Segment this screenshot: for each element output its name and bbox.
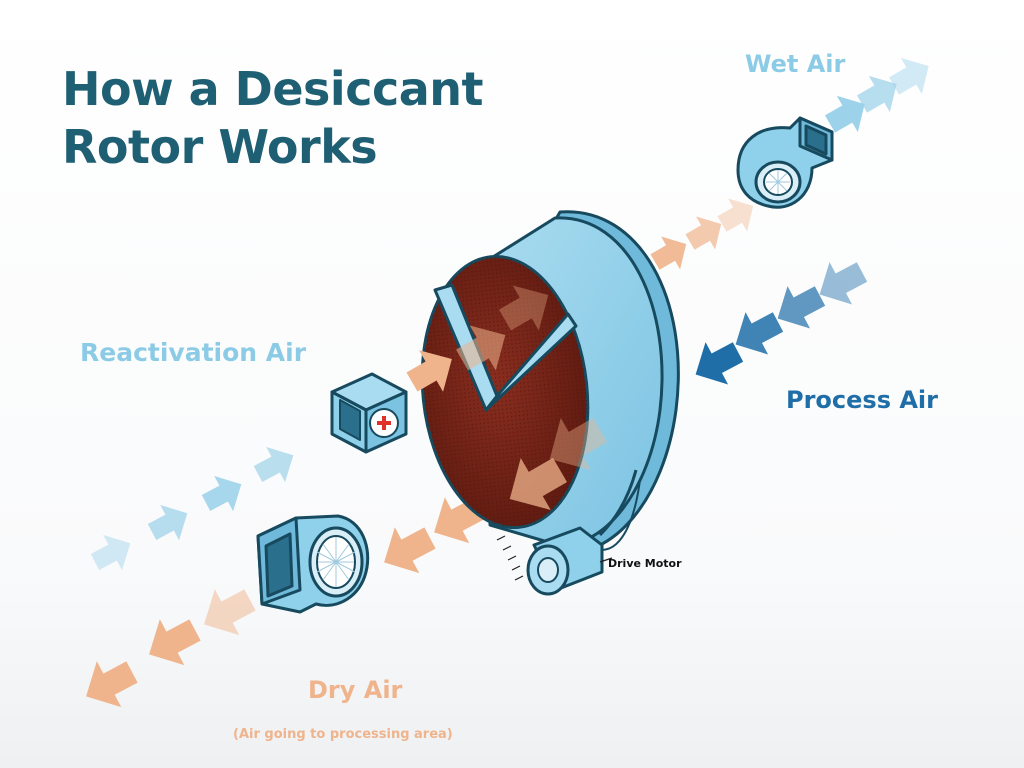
media-airflow-arrows [406, 285, 607, 510]
reactivation-air-arrows [90, 446, 294, 571]
airflow-arrow-icon [86, 661, 138, 708]
airflow-arrow-icon [201, 475, 242, 512]
reactivation-air-label: Reactivation Air [80, 338, 307, 367]
drive-motor-label: Drive Motor [608, 557, 682, 570]
airflow-arrow-icon [147, 504, 188, 541]
dry-air-arrows [86, 497, 486, 708]
dry-air-label: Dry Air [308, 676, 403, 704]
airflow-arrow-icon [735, 312, 784, 355]
wet-air-label: Wet Air [745, 50, 846, 78]
wet-air-exhaust-arrows [650, 198, 754, 270]
wet-air-arrows [825, 57, 929, 133]
airflow-arrow-icon [149, 619, 201, 666]
airflow-arrow-icon [685, 216, 722, 250]
airflow-arrow-icon [777, 286, 826, 329]
airflow-arrow-icon [90, 534, 131, 571]
airflow-arrow-icon [717, 198, 754, 232]
airflow-arrow-icon [650, 236, 687, 270]
dry-air-note: (Air going to processing area) [233, 727, 453, 742]
heater-box-icon [330, 372, 408, 454]
airflow-arrow-icon [819, 262, 868, 305]
airflow-arrow-icon [549, 417, 607, 470]
process-air-label: Process Air [786, 386, 938, 414]
drive-motor-icon [496, 526, 613, 596]
airflow-arrow-icon [499, 285, 549, 331]
airflow-arrow-icon [509, 457, 567, 510]
process-air-arrows [695, 262, 868, 385]
wet-air-blower-fan-icon [736, 116, 834, 209]
airflow-arrow-icon [695, 342, 744, 385]
airflow-arrow-icon [406, 350, 452, 392]
airflow-arrow-icon [253, 446, 294, 483]
airflow-arrow-icon [384, 527, 436, 574]
airflow-arrow-icon [889, 57, 929, 95]
dry-air-blower-fan-icon [256, 514, 370, 614]
title-line-2: Rotor Works [62, 120, 378, 174]
airflow-arrow-icon [825, 95, 865, 133]
airflow-arrow-icon [857, 75, 897, 113]
title-line-1: How a Desiccant [62, 62, 484, 116]
slide-title: How a Desiccant Rotor Works [62, 60, 522, 176]
airflow-arrow-icon [204, 589, 256, 636]
airflow-arrow-icon [456, 325, 506, 371]
